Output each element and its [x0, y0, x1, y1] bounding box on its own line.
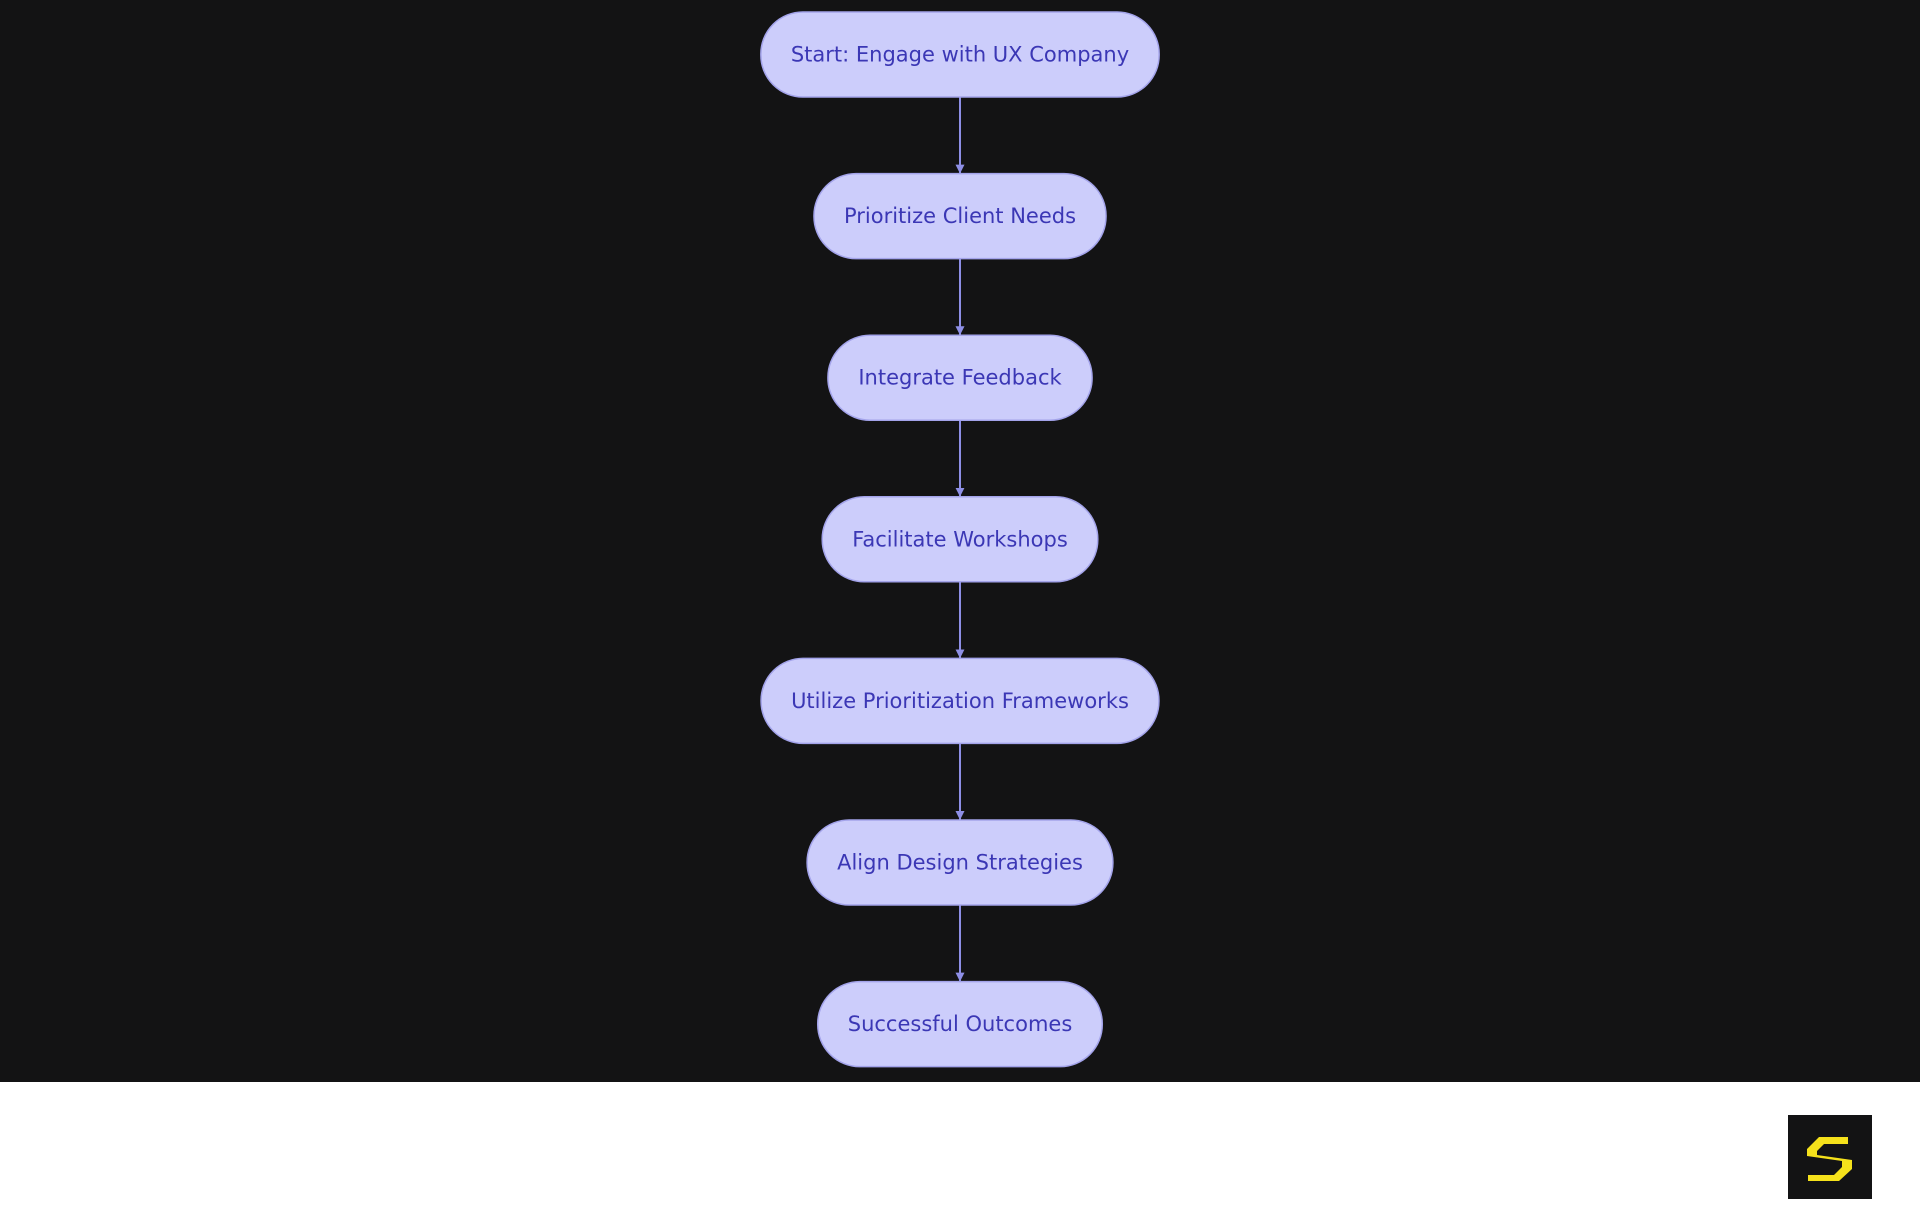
- node-client-needs: Prioritize Client Needs: [813, 172, 1107, 260]
- node-shape: [806, 819, 1114, 906]
- footer-area: [0, 1082, 1920, 1215]
- node-shape: [813, 172, 1107, 260]
- flowchart: Start: Engage with UX CompanyPrioritize …: [760, 11, 1160, 1068]
- node-start: Start: Engage with UX Company: [760, 11, 1160, 98]
- node-shape: [816, 980, 1104, 1068]
- node-label: Utilize Prioritization Frameworks: [791, 689, 1129, 713]
- node-shape: [821, 496, 1099, 583]
- node-shape: [827, 334, 1093, 421]
- node-label: Align Design Strategies: [837, 851, 1083, 875]
- node-strategies: Align Design Strategies: [806, 819, 1114, 906]
- node-shape: [760, 11, 1160, 98]
- node-outcomes: Successful Outcomes: [816, 980, 1104, 1068]
- node-workshops: Facilitate Workshops: [821, 496, 1099, 583]
- s-logo-icon: [1788, 1115, 1872, 1199]
- node-label: Facilitate Workshops: [852, 527, 1068, 551]
- node-label: Start: Engage with UX Company: [791, 43, 1129, 67]
- node-label: Integrate Feedback: [858, 366, 1062, 390]
- nodes: Start: Engage with UX CompanyPrioritize …: [760, 11, 1160, 1068]
- node-frameworks: Utilize Prioritization Frameworks: [760, 657, 1160, 745]
- node-label: Successful Outcomes: [848, 1012, 1073, 1036]
- node-shape: [760, 657, 1160, 745]
- node-feedback: Integrate Feedback: [827, 334, 1093, 421]
- node-label: Prioritize Client Needs: [844, 204, 1076, 228]
